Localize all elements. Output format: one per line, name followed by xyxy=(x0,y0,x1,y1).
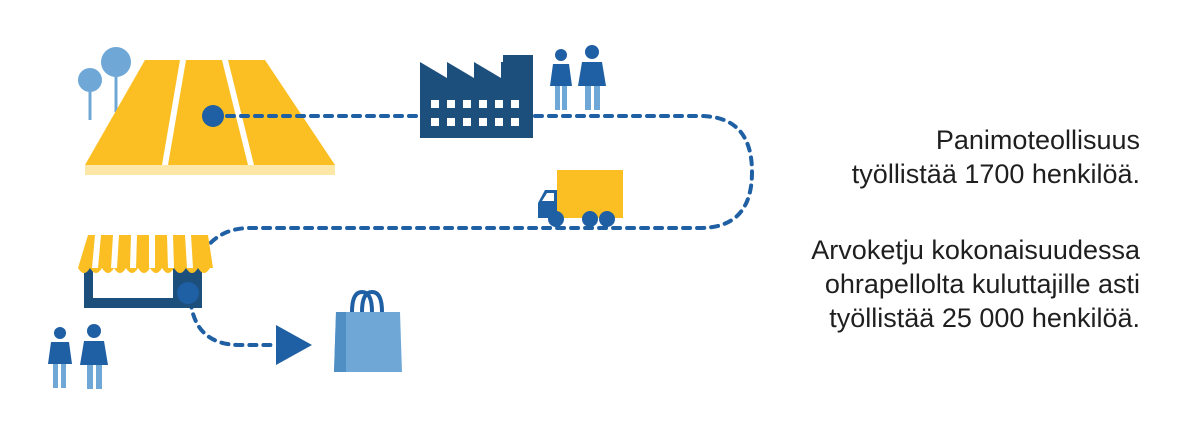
path-start-dot xyxy=(202,105,224,127)
trees-icon xyxy=(78,47,131,120)
shop-icon xyxy=(78,235,213,308)
value-chain-employment-text: Arvoketju kokonaisuudessa ohrapellolta k… xyxy=(811,233,1140,335)
stat2-line3: työllistää 25 000 henkilöä. xyxy=(829,303,1140,333)
consumers-icon xyxy=(48,324,108,389)
stat2-line2: ohrapellolta kuluttajille asti xyxy=(824,269,1140,299)
factory-workers-icon xyxy=(550,45,606,110)
stat1-line2: työllistää 1700 henkilöä. xyxy=(851,159,1140,189)
factory-icon xyxy=(420,55,533,138)
arrow-icon xyxy=(276,325,312,365)
stat1-line1: Panimoteollisuus xyxy=(935,125,1140,155)
supply-chain-path xyxy=(187,114,755,347)
stat2-line1: Arvoketju kokonaisuudessa xyxy=(811,235,1140,265)
brewery-employment-text: Panimoteollisuus työllistää 1700 henkilö… xyxy=(852,123,1140,191)
shopping-bag-icon xyxy=(334,289,402,372)
delivery-truck-icon xyxy=(538,170,623,227)
